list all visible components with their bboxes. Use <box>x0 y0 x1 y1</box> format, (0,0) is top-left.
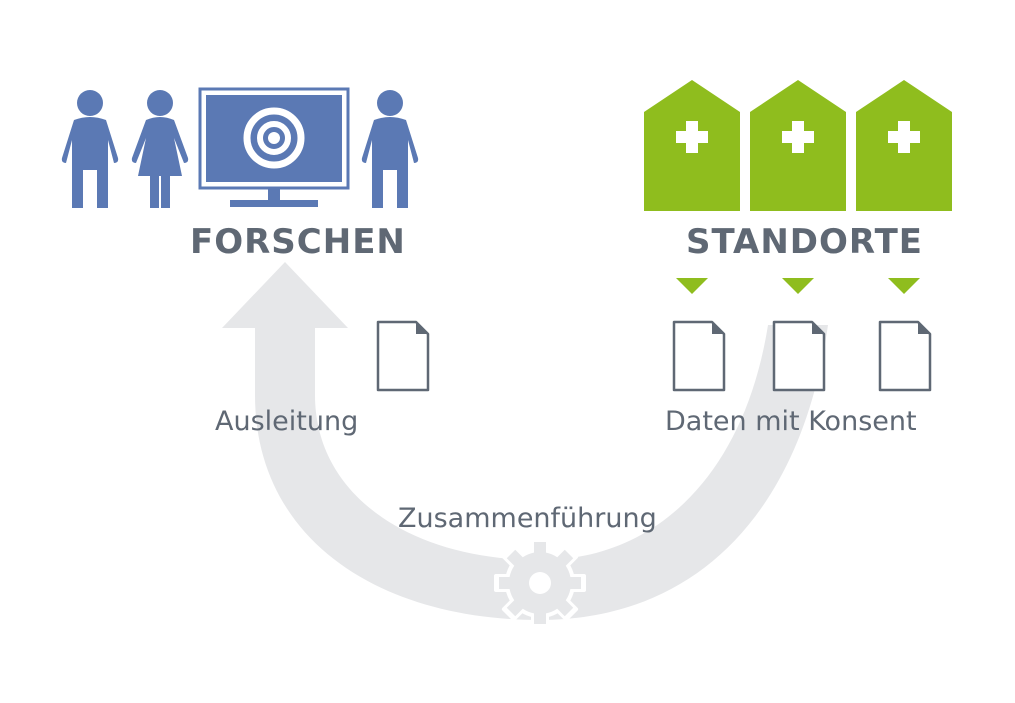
sites-label: STANDORTE <box>686 222 924 262</box>
hospital-icon <box>644 80 740 211</box>
document-icon <box>672 320 726 392</box>
hospital-buildings-icon <box>644 80 952 211</box>
curved-arrow-icon <box>222 262 828 620</box>
person-icon <box>61 90 119 208</box>
hospital-icon <box>750 80 846 211</box>
hospital-icon <box>856 80 952 211</box>
document-icon <box>772 320 826 392</box>
document-icon <box>376 320 430 392</box>
consent-data-label: Daten mit Konsent <box>665 406 917 437</box>
triangle-down-icon <box>676 278 708 294</box>
merge-label: Zusammenführung <box>398 503 657 534</box>
research-label: FORSCHEN <box>190 222 406 262</box>
person-icon <box>361 90 419 208</box>
document-icon <box>878 320 932 392</box>
gear-icon <box>494 537 586 629</box>
export-label: Ausleitung <box>215 406 359 437</box>
triangle-down-icon <box>888 278 920 294</box>
researchers-with-target-monitor-icon <box>61 87 419 208</box>
triangle-down-icon <box>782 278 814 294</box>
monitor-target-icon <box>198 87 350 207</box>
person-icon <box>131 90 189 208</box>
